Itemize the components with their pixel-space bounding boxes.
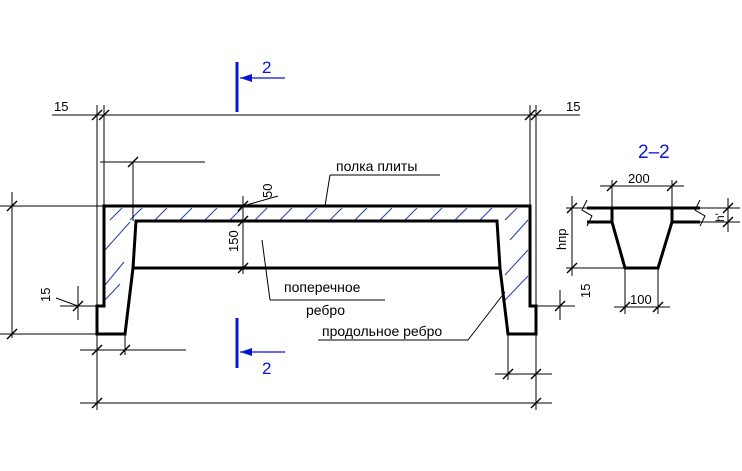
wall-hatching <box>104 207 529 301</box>
section-height-label: hпр <box>554 229 569 251</box>
dim-rib-height: 150 <box>226 230 241 252</box>
section-shape <box>587 206 700 270</box>
dim-shelf-thickness: 50 <box>260 184 275 198</box>
leader-lines <box>261 174 506 341</box>
label-shelf: полка плиты <box>336 158 417 174</box>
section-mark-bottom: 2 <box>235 318 285 378</box>
dim-left-side: 15 <box>38 288 53 302</box>
label-longitudinal-rib: продольное ребро <box>322 323 442 339</box>
section-bottom-width: 100 <box>630 292 652 307</box>
section-2-2: 2–2 200 100 hпр h' <box>554 142 740 314</box>
dim-top-left: 15 <box>54 99 68 114</box>
dim-right-side: 15 <box>578 284 593 298</box>
section-label-bottom: 2 <box>262 359 271 378</box>
section-flange-label: h' <box>713 213 727 222</box>
dimension-lines <box>0 105 580 410</box>
section-label-top: 2 <box>262 58 271 77</box>
section-title: 2–2 <box>638 142 670 163</box>
section-top-width: 200 <box>628 171 650 186</box>
section-mark-top: 2 <box>235 58 285 112</box>
label-transverse-rib-line2: ребро <box>306 302 345 318</box>
label-transverse-rib-line1: поперечное <box>284 279 361 295</box>
dim-top-right: 15 <box>566 99 580 114</box>
